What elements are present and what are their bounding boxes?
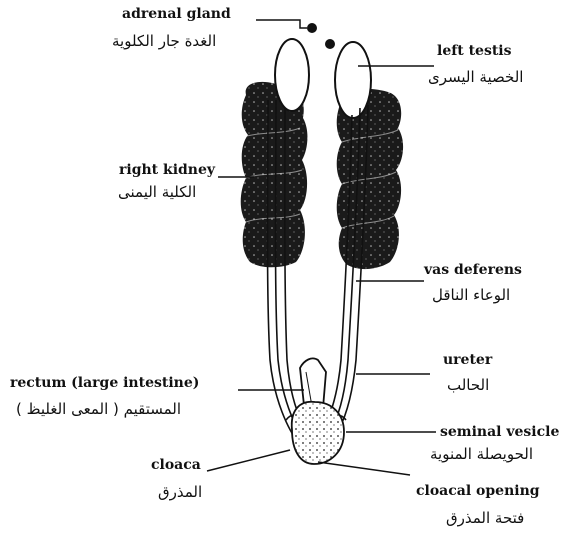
right-kidney-label: right kidney (119, 163, 215, 177)
seminal-vesicle-label: seminal vesicle (440, 425, 559, 439)
adrenal-gland-right (307, 23, 317, 33)
cloacal-opening-label-ar: فتحة المذرق (446, 511, 524, 526)
right-testis (275, 39, 309, 111)
cloaca-label-ar: المذرق (158, 485, 202, 500)
adrenal-gland-left (325, 39, 335, 49)
rectum-label-ar: المستقيم ( المعى الغليظ ) (16, 402, 181, 417)
cloaca-label: cloaca (151, 458, 201, 472)
vas-deferens-label: vas deferens (424, 263, 522, 277)
vas-deferens-label-ar: الوعاء الناقل (432, 288, 510, 303)
ureter-label-ar: الحالب (447, 378, 489, 393)
cloaca (292, 402, 344, 464)
rectum-label: rectum (large intestine) (10, 376, 199, 390)
ureter-label: ureter (443, 353, 492, 367)
left-testis-label-ar: الخصية اليسرى (428, 70, 523, 85)
left-testis (335, 42, 371, 118)
right-kidney-label-ar: الكلية اليمنى (118, 185, 196, 200)
seminal-vesicle-label-ar: الحويصلة المنوية (430, 447, 533, 462)
adrenal-gland-label-ar: الغدة جار الكلوية (112, 34, 216, 49)
left-testis-label: left testis (437, 44, 512, 58)
cloacal-opening-label: cloacal opening (416, 484, 540, 498)
adrenal-gland-label: adrenal gland (122, 7, 231, 21)
